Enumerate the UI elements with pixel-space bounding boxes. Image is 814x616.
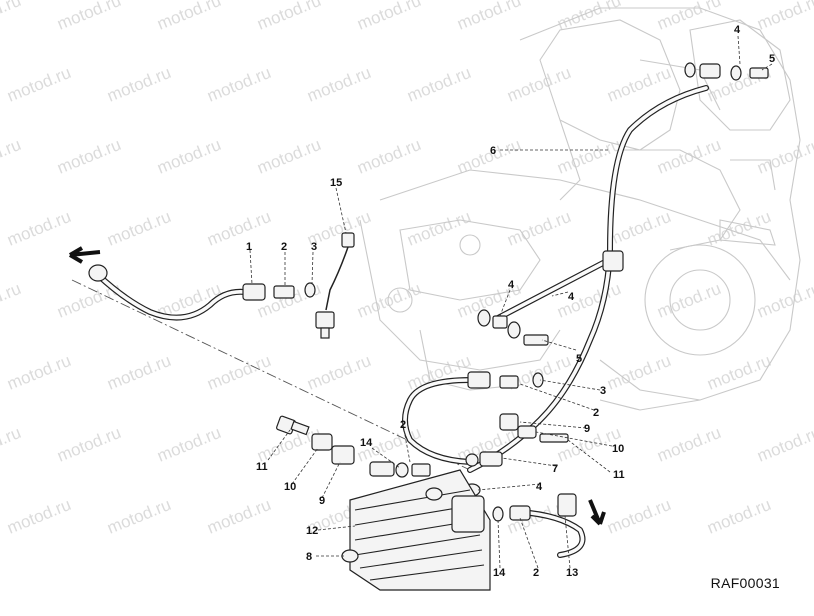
callout-9: 9 bbox=[584, 423, 590, 435]
callout-3: 3 bbox=[311, 241, 317, 253]
watermark-text: motod.ru bbox=[354, 0, 423, 34]
callout-4: 4 bbox=[568, 291, 575, 303]
left-hose-assembly bbox=[68, 246, 316, 321]
watermark-text: motod.ru bbox=[654, 135, 723, 178]
callout-3: 3 bbox=[600, 385, 606, 397]
watermark-text: motod.ru bbox=[254, 135, 323, 178]
watermark-text: motod.ru bbox=[104, 207, 173, 250]
middle-fittings bbox=[477, 309, 549, 346]
watermark-text: motod.ru bbox=[4, 351, 73, 394]
watermark-text: motod.ru bbox=[4, 63, 73, 106]
callout-4: 4 bbox=[536, 481, 543, 493]
callout-2: 2 bbox=[281, 241, 287, 253]
callout-8: 8 bbox=[306, 551, 312, 563]
watermark-text: motod.ru bbox=[0, 0, 24, 34]
watermark-text: motod.ru bbox=[654, 0, 723, 34]
watermark-text: motod.ru bbox=[604, 351, 673, 394]
callout-14: 14 bbox=[360, 437, 373, 449]
watermark-text: motod.ru bbox=[404, 63, 473, 106]
oil-pressure-sensor bbox=[315, 232, 355, 339]
watermark-text: motod.ru bbox=[404, 207, 473, 250]
callout-1: 1 bbox=[246, 241, 252, 253]
watermark-text: motod.ru bbox=[354, 135, 423, 178]
watermark-text: motod.ru bbox=[154, 423, 223, 466]
watermark-text: motod.ru bbox=[604, 207, 673, 250]
callout-14: 14 bbox=[493, 567, 506, 579]
callout-2: 2 bbox=[400, 419, 406, 431]
callout-11: 11 bbox=[613, 469, 625, 481]
callout-7: 7 bbox=[552, 463, 558, 475]
callout-labels: 1 2 3 15 4 5 6 4 4 5 3 2 9 10 11 7 4 2 1… bbox=[246, 24, 775, 579]
watermark-text: motod.ru bbox=[654, 423, 723, 466]
alignment-line bbox=[71, 279, 471, 471]
callout-13: 13 bbox=[566, 567, 578, 579]
watermark-text: motod.ru bbox=[304, 351, 373, 394]
callout-11: 11 bbox=[256, 461, 268, 473]
watermark-text: motod.ru bbox=[204, 63, 273, 106]
watermark-text: motod.ru bbox=[4, 495, 73, 538]
watermark-text: motod.ru bbox=[404, 351, 473, 394]
watermark-text: motod.ru bbox=[54, 423, 123, 466]
watermark-text: motod.ru bbox=[604, 63, 673, 106]
engine-outline bbox=[359, 7, 801, 411]
upper-hose-loop bbox=[402, 371, 544, 465]
watermark-text: motod.ru bbox=[154, 135, 223, 178]
watermark-text: motod.ru bbox=[354, 279, 423, 322]
watermark-text: motod.ru bbox=[104, 63, 173, 106]
drawing-code: RAF00031 bbox=[710, 575, 780, 591]
watermark-text: motod.ru bbox=[0, 423, 24, 466]
watermark-text: motod.ru bbox=[504, 207, 573, 250]
watermark-text: motod.ru bbox=[204, 495, 273, 538]
watermark-text: motod.ru bbox=[754, 423, 814, 466]
callout-9: 9 bbox=[319, 495, 325, 507]
watermark-text: motod.ru bbox=[754, 135, 814, 178]
callout-15: 15 bbox=[330, 177, 342, 189]
watermark-text: motod.ru bbox=[104, 495, 173, 538]
watermark-text: motod.ru bbox=[0, 279, 24, 322]
watermark-text: motod.ru bbox=[504, 63, 573, 106]
watermark-text: motod.ru bbox=[604, 495, 673, 538]
watermark-text: motod.ru bbox=[4, 207, 73, 250]
watermark-text: motod.ru bbox=[304, 63, 373, 106]
watermark-text: motod.ru bbox=[54, 135, 123, 178]
watermark-text: motod.ru bbox=[704, 495, 773, 538]
callout-2: 2 bbox=[593, 407, 599, 419]
watermark-text: motod.ru bbox=[254, 0, 323, 34]
callout-10: 10 bbox=[612, 443, 624, 455]
watermark-text: motod.ru bbox=[0, 135, 24, 178]
flow-arrow-right-icon bbox=[588, 499, 606, 526]
watermark-text: motod.ru bbox=[754, 0, 814, 34]
callout-12: 12 bbox=[306, 525, 318, 537]
leader-lines bbox=[249, 35, 773, 569]
watermark-text: motod.ru bbox=[754, 279, 814, 322]
main-hose bbox=[467, 62, 769, 473]
watermark-text: motod.ru bbox=[204, 207, 273, 250]
left-bolt-stack bbox=[276, 415, 431, 478]
watermark-text: motod.ru bbox=[104, 351, 173, 394]
watermark-text: motod.ru bbox=[204, 351, 273, 394]
callout-6: 6 bbox=[490, 145, 496, 157]
callout-2: 2 bbox=[533, 567, 539, 579]
watermark-text: motod.ru bbox=[54, 0, 123, 34]
callout-4: 4 bbox=[508, 279, 515, 291]
flow-arrow-left-icon bbox=[68, 246, 101, 264]
callout-5: 5 bbox=[576, 353, 582, 365]
oil-cooler bbox=[341, 461, 491, 591]
callout-10: 10 bbox=[284, 481, 296, 493]
watermark-text: motod.ru bbox=[154, 0, 223, 34]
watermark-text: motod.ru bbox=[454, 0, 523, 34]
callout-5: 5 bbox=[769, 53, 775, 65]
callout-4: 4 bbox=[734, 24, 741, 36]
watermark-text: motod.ru bbox=[654, 279, 723, 322]
lower-right-hose bbox=[492, 493, 606, 558]
right-clamp-parts bbox=[463, 413, 569, 497]
